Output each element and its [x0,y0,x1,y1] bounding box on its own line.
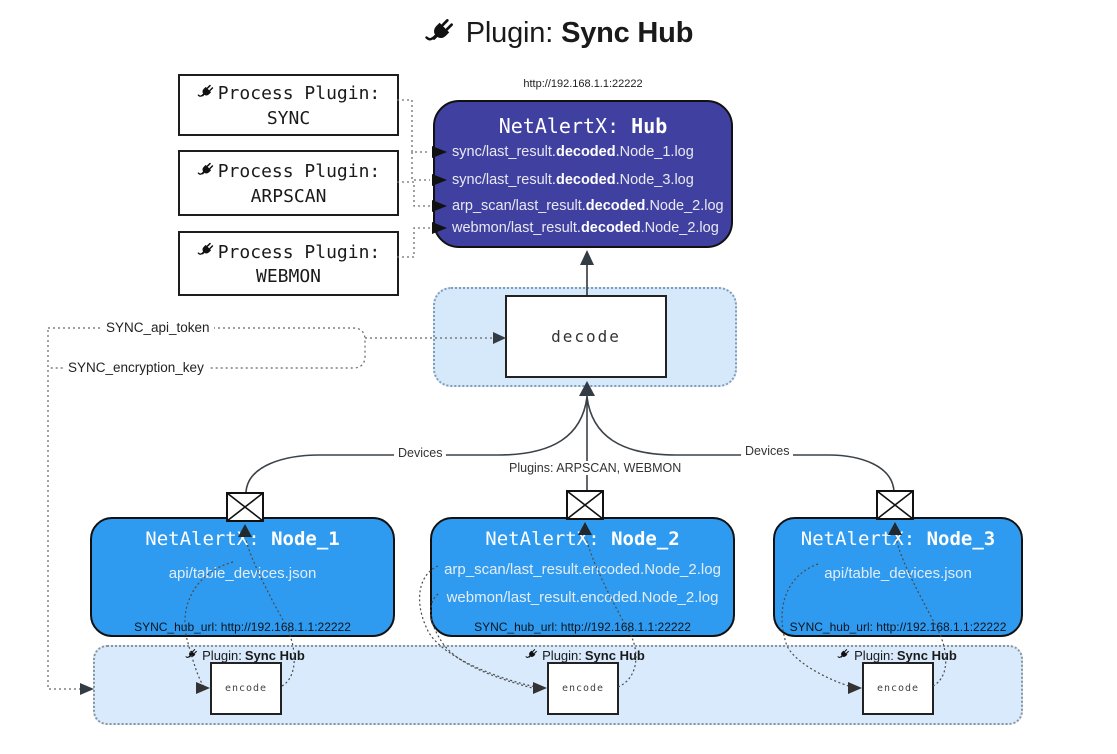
node-title: NetAlertX: Node_2 [485,528,680,550]
envelope-icon [566,490,604,520]
hub-log-line: webmon/last_result.decoded.Node_2.log [452,220,719,236]
node-1-box: NetAlertX: Node_1 api/table_devices.json… [90,517,395,637]
node-hub-url: SYNC_hub_url: http://192.168.1.1:22222 [134,620,351,634]
node-file: api/table_devices.json [168,565,317,582]
hub-url: http://192.168.1.1:22222 [523,78,643,90]
process-plugin-box-arpscan: Process Plugin: ARPSCAN [178,150,399,216]
decode-box: decode [505,295,667,378]
plug-icon [424,14,458,53]
process-plugin-box-sync: Process Plugin: SYNC [178,74,399,136]
encode-box: encode [547,662,619,715]
title-prefix: Plugin: [465,17,554,49]
process-plugin-label: Process Plugin: [217,241,381,263]
node-hub-url: SYNC_hub_url: http://192.168.1.1:22222 [474,620,691,634]
hub-log-line: sync/last_result.decoded.Node_3.log [452,172,694,188]
devices-label-left: Devices [394,446,447,460]
hub-title: NetAlertX: Hub [498,114,668,138]
plugins-label-middle: Plugins: ARPSCAN, WEBMON [505,461,686,475]
hub-log-line: arp_scan/last_result.decoded.Node_2.log [452,198,724,214]
plug-icon [525,647,539,664]
node-file: api/table_devices.json [824,565,972,582]
node-title: NetAlertX: Node_3 [800,528,996,550]
node-file: webmon/last_result.encoded.Node_2.log [446,589,719,606]
plug-icon [197,240,216,264]
plug-icon [197,82,216,106]
process-plugin-name: WEBMON [255,266,322,287]
plug-icon [837,647,851,664]
devices-label-right: Devices [741,444,794,458]
sync-encryption-key-label: SYNC_encryption_key [64,360,208,375]
envelope-icon [876,490,914,520]
node-hub-url: SYNC_hub_url: http://192.168.1.1:22222 [789,620,1007,634]
process-plugin-label: Process Plugin: [217,83,381,104]
node-2-box: NetAlertX: Node_2 arp_scan/last_result.e… [430,517,735,637]
plug-icon [197,160,216,184]
encode-box: encode [862,662,934,715]
title-name: Sync Hub [561,17,694,49]
node-title: NetAlertX: Node_1 [145,528,340,550]
process-plugin-box-webmon: Process Plugin: WEBMON [178,231,399,296]
process-plugin-name: SYNC [266,107,311,129]
process-plugin-label: Process Plugin: [217,161,381,182]
plug-icon [185,647,199,664]
node-3-box: NetAlertX: Node_3 api/table_devices.json… [773,517,1023,637]
process-plugin-name: ARPSCAN [250,185,327,207]
envelope-icon [226,492,264,522]
hub-log-line: sync/last_result.decoded.Node_1.log [452,144,694,160]
encode-box: encode [210,662,282,715]
node-file: arp_scan/last_result.encoded.Node_2.log [444,561,721,578]
sync-api-token-label: SYNC_api_token [102,320,214,335]
hub-box: NetAlertX: Hub sync/last_result.decoded.… [433,100,733,248]
page-title: Plugin: Sync Hub [0,14,1117,53]
